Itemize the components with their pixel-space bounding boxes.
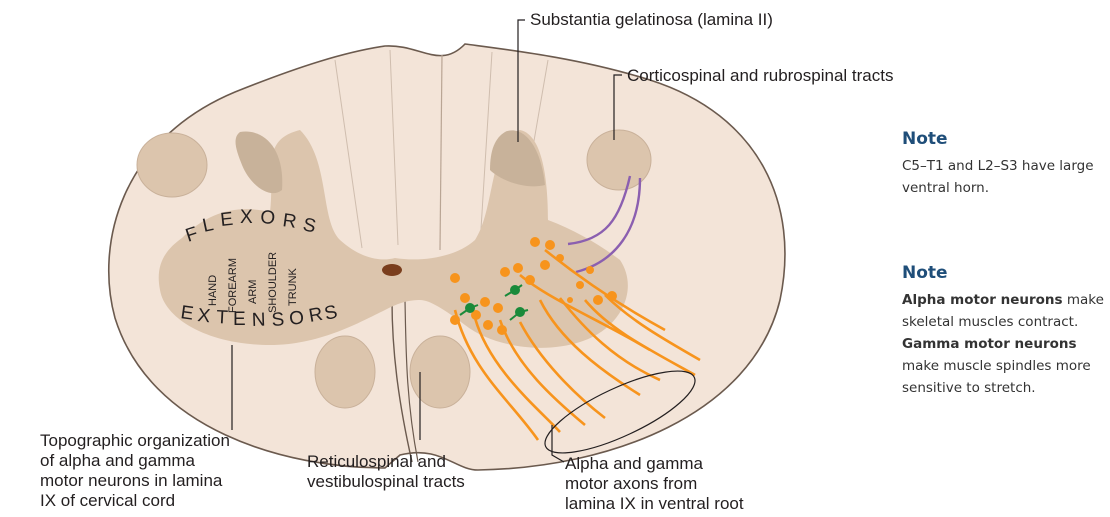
svg-text:E: E (219, 209, 236, 231)
region-trunk: TRUNK (287, 267, 299, 306)
region-shoulder: SHOULDER (267, 252, 279, 313)
note-body: Alpha motor neurons make skeletal muscle… (902, 289, 1107, 399)
svg-text:N: N (251, 309, 267, 331)
label-substantia-gelatinosa: Substantia gelatinosa (lamina II) (530, 10, 773, 30)
label-reticulospinal: Reticulospinal and vestibulospinal tract… (307, 452, 465, 492)
note-ventral-horn: Note C5–T1 and L2–S3 have large ventral … (902, 129, 1110, 199)
svg-text:O: O (288, 307, 307, 330)
central-canal (382, 264, 402, 276)
svg-text:X: X (196, 305, 213, 327)
label-topographic: Topographic organization of alpha and ga… (40, 431, 230, 511)
svg-text:R: R (281, 210, 300, 233)
note-body: C5–T1 and L2–S3 have large ventral horn. (902, 155, 1107, 199)
ventral-tract-left (315, 336, 375, 408)
lateral-tract-left (137, 133, 207, 197)
region-hand: HAND (207, 275, 219, 306)
ventral-tract-right (410, 336, 470, 408)
lateral-tract-right (587, 130, 651, 190)
region-forearm: FOREARM (227, 258, 239, 313)
note-title: Note (902, 263, 1110, 283)
svg-text:E: E (179, 302, 196, 325)
note-title: Note (902, 129, 1110, 149)
region-arm: ARM (247, 280, 259, 304)
label-alpha-gamma-axons: Alpha and gamma motor axons from lamina … (565, 454, 744, 514)
svg-text:O: O (260, 207, 278, 229)
svg-text:X: X (240, 207, 255, 228)
label-corticospinal-tracts: Corticospinal and rubrospinal tracts (627, 66, 893, 86)
note-motor-neurons: Note Alpha motor neurons make skeletal m… (902, 263, 1110, 399)
